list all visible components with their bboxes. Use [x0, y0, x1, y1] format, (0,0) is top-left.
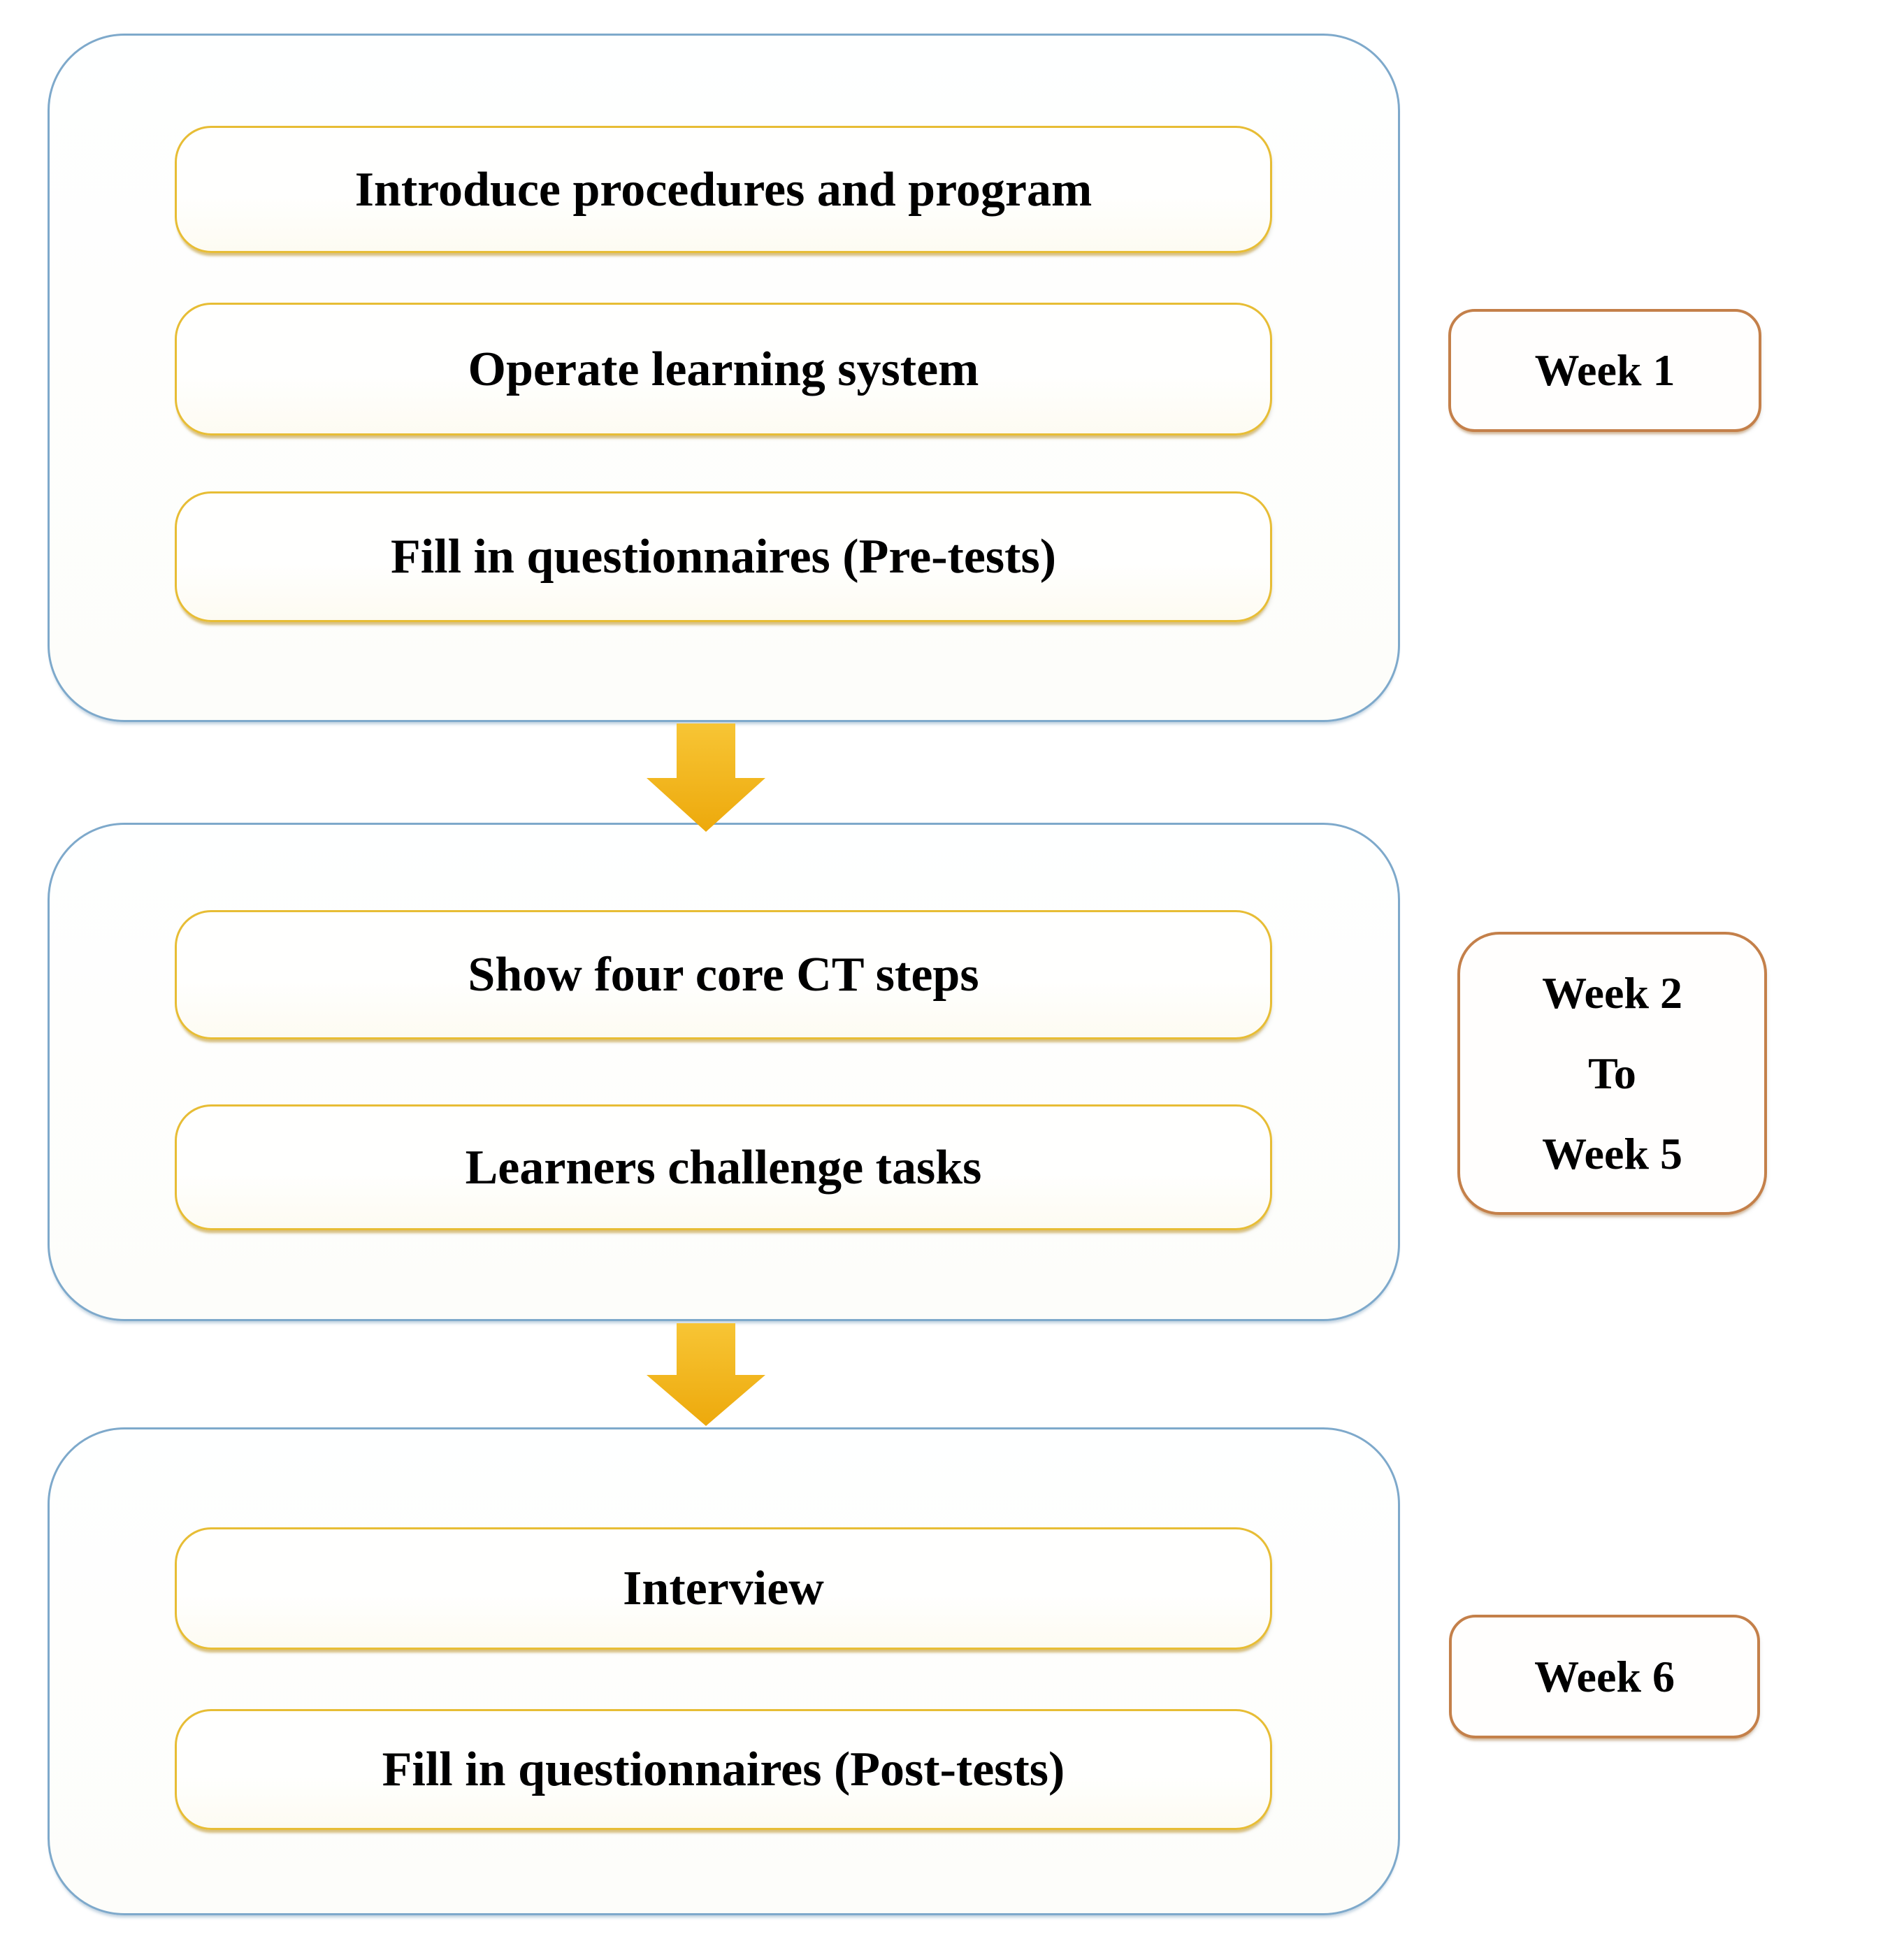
week-label-week6: Week 6 — [1449, 1615, 1760, 1738]
step-box-show-ct-steps: Show four core CT steps — [175, 910, 1272, 1039]
week-label-week1: Week 1 — [1448, 309, 1761, 432]
step-box-pretests: Fill in questionnaires (Pre-tests) — [175, 491, 1272, 622]
step-box-posttests: Fill in questionnaires (Post-tests) — [175, 1709, 1272, 1830]
stage-container-week2-5 — [48, 823, 1400, 1321]
down-arrow-icon — [647, 1323, 765, 1426]
step-box-introduce-procedures: Introduce procedures and program — [175, 126, 1272, 253]
step-box-operate-learning-system: Operate learning system — [175, 303, 1272, 435]
down-arrow-icon — [647, 723, 765, 832]
week-label-week2-to-week5: Week 2 To Week 5 — [1457, 932, 1767, 1215]
step-box-challenge-tasks: Learners challenge tasks — [175, 1104, 1272, 1230]
stage-container-week6 — [48, 1427, 1400, 1915]
step-box-interview: Interview — [175, 1527, 1272, 1650]
